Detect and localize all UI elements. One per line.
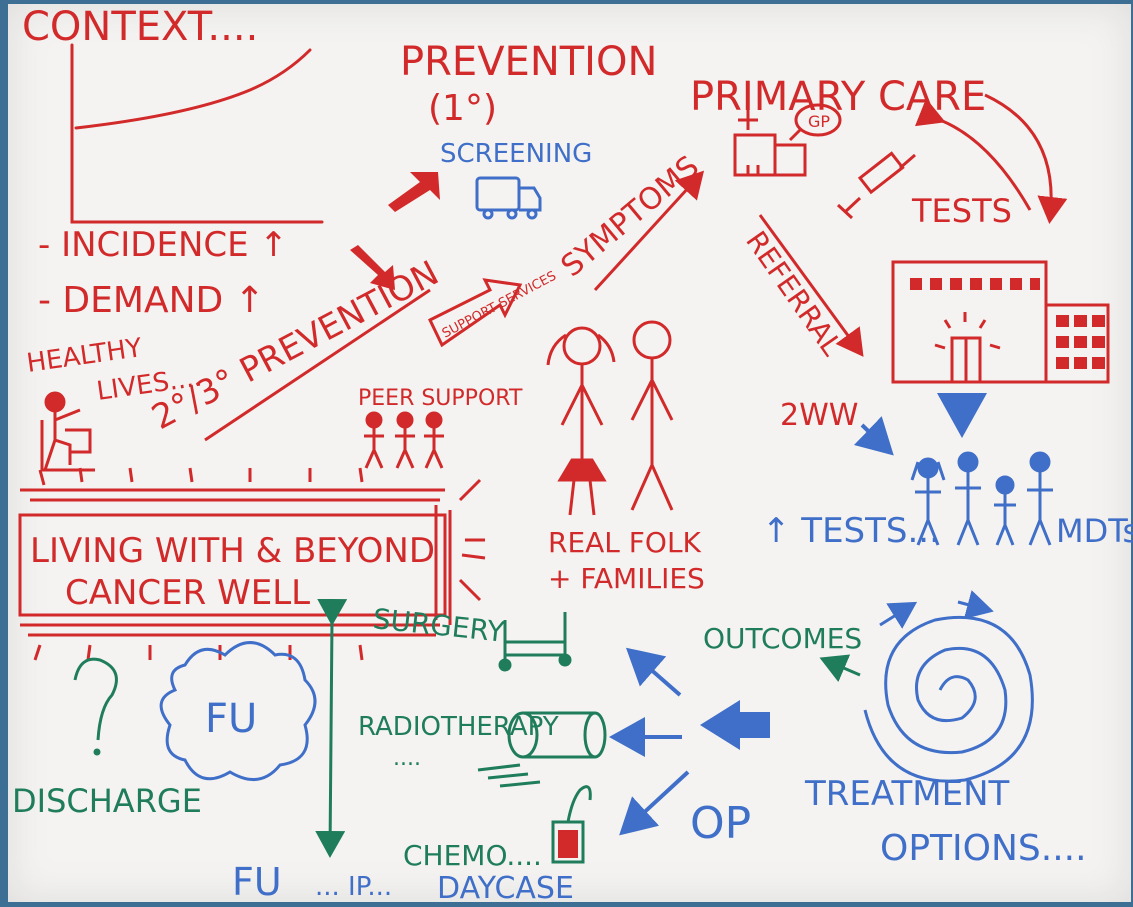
hospital-building-icon bbox=[891, 260, 1110, 384]
context-graph bbox=[70, 43, 324, 224]
fu-cloud-icon bbox=[159, 641, 317, 781]
to-surgery-arrow bbox=[625, 647, 682, 697]
outcomes-label: OUTCOMES bbox=[703, 622, 862, 655]
real-folk-figures-icon bbox=[546, 320, 674, 516]
gp-label: GP bbox=[808, 112, 830, 131]
mdt-figures-icon bbox=[910, 451, 1053, 546]
timeline-double-arrow bbox=[315, 598, 348, 858]
prevention-arrow-up-icon bbox=[388, 172, 440, 212]
radiotherapy-label: RADIOTHERAPY bbox=[358, 712, 559, 742]
surgery-building-icon bbox=[733, 103, 842, 177]
chemo-label: CHEMO.... bbox=[403, 839, 542, 872]
question-mark-icon bbox=[73, 657, 118, 756]
radiotherapy-machine-icon bbox=[477, 711, 607, 788]
treatment-label-2: OPTIONS.... bbox=[880, 828, 1087, 869]
tests-mdts-label: ↑ TESTS... bbox=[762, 511, 940, 551]
peer-support-figures-icon bbox=[364, 411, 444, 469]
surgery-label: SURGERY bbox=[371, 602, 506, 649]
treatment-label-1: TREATMENT bbox=[804, 774, 1010, 814]
screening-van-icon bbox=[475, 176, 542, 220]
symptoms-label: SYMPTOMS bbox=[555, 149, 706, 284]
prevention-arrow-down-icon bbox=[350, 245, 395, 290]
daycase-label: DAYCASE bbox=[437, 871, 574, 906]
stepper-person-icon bbox=[40, 391, 95, 472]
op-label: OP bbox=[690, 798, 751, 849]
syringe-icon bbox=[836, 151, 916, 220]
context-label: CONTEXT.... bbox=[22, 4, 258, 50]
outcomes-arrow bbox=[819, 654, 861, 683]
demand-label: - DEMAND ↑ bbox=[38, 280, 265, 321]
op-big-arrow-icon bbox=[700, 700, 770, 750]
symptoms-arrow bbox=[593, 170, 705, 292]
living-with-banner bbox=[18, 467, 486, 661]
hospital-windows bbox=[910, 278, 1105, 369]
2ww-arrow bbox=[853, 416, 894, 456]
peer-support-label: PEER SUPPORT bbox=[358, 386, 523, 411]
incidence-label: - INCIDENCE ↑ bbox=[38, 225, 288, 265]
prevention-primary-label: (1°) bbox=[428, 88, 497, 129]
treatment-spiral-icon bbox=[863, 590, 1034, 783]
referral-label: REFERRAL bbox=[739, 225, 849, 362]
secondary-prevention-underline bbox=[204, 288, 431, 442]
mdts-label: MDTs bbox=[1056, 512, 1133, 550]
ip-label: ... IP... bbox=[315, 872, 392, 902]
tests-top-label: TESTS bbox=[911, 192, 1012, 230]
fu-bottom-label: FU bbox=[232, 860, 282, 904]
support-services-sign bbox=[428, 278, 523, 348]
referral-arrow bbox=[758, 214, 864, 357]
screening-label: SCREENING bbox=[440, 139, 592, 169]
to-chemo-arrow bbox=[619, 770, 690, 836]
radiotherapy-dots: .... bbox=[393, 746, 421, 771]
living-with-label-1: LIVING WITH & BEYOND bbox=[30, 531, 435, 571]
2ww-label: 2WW bbox=[780, 398, 858, 433]
primary-care-loop-arrow-right bbox=[984, 93, 1068, 224]
discharge-label: DISCHARGE bbox=[12, 782, 202, 820]
real-folk-label-2: + FAMILIES bbox=[548, 562, 705, 595]
real-folk-label-1: REAL FOLK bbox=[548, 526, 702, 559]
primary-care-loop-arrow-left bbox=[914, 98, 1032, 211]
prevention-title: PREVENTION bbox=[400, 39, 657, 85]
hospital-bed-icon bbox=[498, 612, 572, 672]
living-with-label-2: CANCER WELL bbox=[65, 573, 310, 613]
fu-cloud-label: FU bbox=[205, 696, 257, 742]
drip-bag-icon bbox=[551, 785, 592, 864]
